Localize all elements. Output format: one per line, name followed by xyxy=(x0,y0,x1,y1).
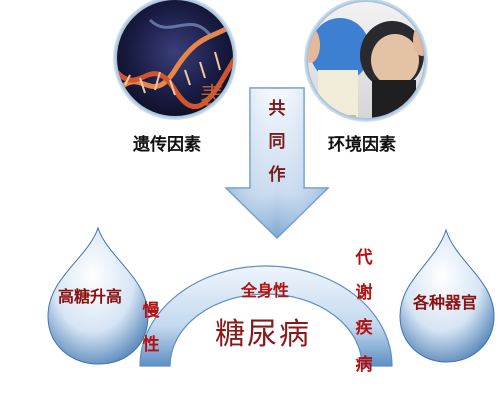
dna-helix-icon: 表 xyxy=(113,0,237,120)
right-drop-shape xyxy=(399,228,495,363)
left-drop-shape xyxy=(47,226,149,365)
right-side-char-1: 代 xyxy=(355,248,373,268)
center-title: 糖尿病 xyxy=(215,317,311,352)
left-drop-label: 高糖升高 xyxy=(58,287,123,306)
overweight-people-icon xyxy=(304,0,428,122)
arrow-char-1: 共 xyxy=(268,99,286,119)
right-side-char-4: 病 xyxy=(355,355,373,375)
left-side-char-1: 慢 xyxy=(142,301,160,321)
environmental-factor-label: 环境因素 xyxy=(328,135,396,155)
left-side-char-2: 性 xyxy=(142,335,160,355)
arrow-char-2: 同 xyxy=(268,132,286,152)
right-side-char-2: 谢 xyxy=(355,283,373,303)
arc-label: 全身性 xyxy=(241,281,290,300)
arrow-char-3: 作 xyxy=(268,165,286,185)
genetic-factor-label: 遗传因素 xyxy=(133,135,201,155)
right-drop-label: 各种器官 xyxy=(413,293,478,312)
arc-band-shape xyxy=(139,265,393,367)
right-side-char-3: 疾 xyxy=(355,318,373,338)
down-arrow-shape xyxy=(224,87,330,240)
